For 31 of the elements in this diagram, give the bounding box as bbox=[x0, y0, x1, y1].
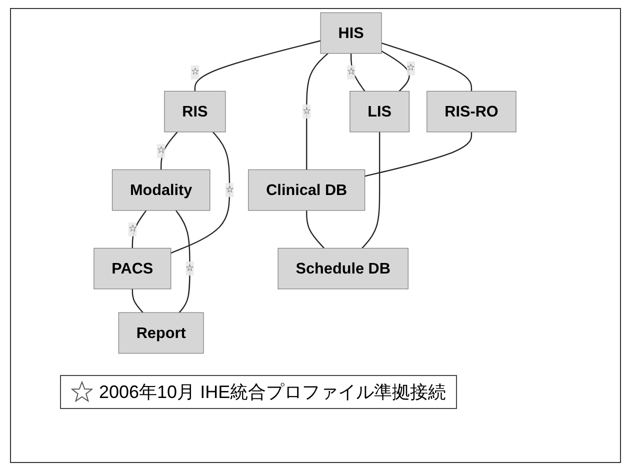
edge-label: ☆ bbox=[190, 67, 200, 78]
edge-label: ☆ bbox=[346, 67, 356, 78]
edge-label: ☆ bbox=[156, 146, 166, 156]
node-box: Report bbox=[118, 312, 204, 354]
node-box: RIS-RO bbox=[426, 90, 516, 132]
edge-label: ☆ bbox=[406, 63, 416, 74]
connector bbox=[160, 132, 178, 170]
legend-text: 2006年10月 IHE統合プロファイル準拠接続 bbox=[99, 381, 446, 404]
node-box: Modality bbox=[112, 169, 210, 211]
connector bbox=[364, 132, 472, 177]
connector bbox=[381, 42, 472, 92]
edge-label: ☆ bbox=[128, 224, 137, 234]
node-box: RIS bbox=[164, 90, 226, 132]
connector bbox=[362, 132, 380, 249]
connector bbox=[175, 210, 190, 313]
node-box: LIS bbox=[350, 90, 410, 132]
connector bbox=[194, 40, 321, 92]
connector bbox=[306, 53, 328, 170]
node-box: Clinical DB bbox=[248, 169, 366, 211]
edge-label: ☆ bbox=[225, 184, 234, 195]
connector bbox=[350, 53, 366, 92]
edge-label: ☆ bbox=[186, 263, 194, 274]
connector bbox=[306, 210, 325, 249]
node-box: PACS bbox=[94, 248, 172, 290]
connector bbox=[381, 50, 410, 92]
edge-label: ☆ bbox=[302, 106, 311, 116]
connector bbox=[132, 210, 147, 248]
connector bbox=[132, 288, 144, 313]
node-box: Schedule DB bbox=[278, 248, 408, 290]
connector bbox=[170, 132, 230, 254]
node-box: HIS bbox=[320, 12, 382, 54]
